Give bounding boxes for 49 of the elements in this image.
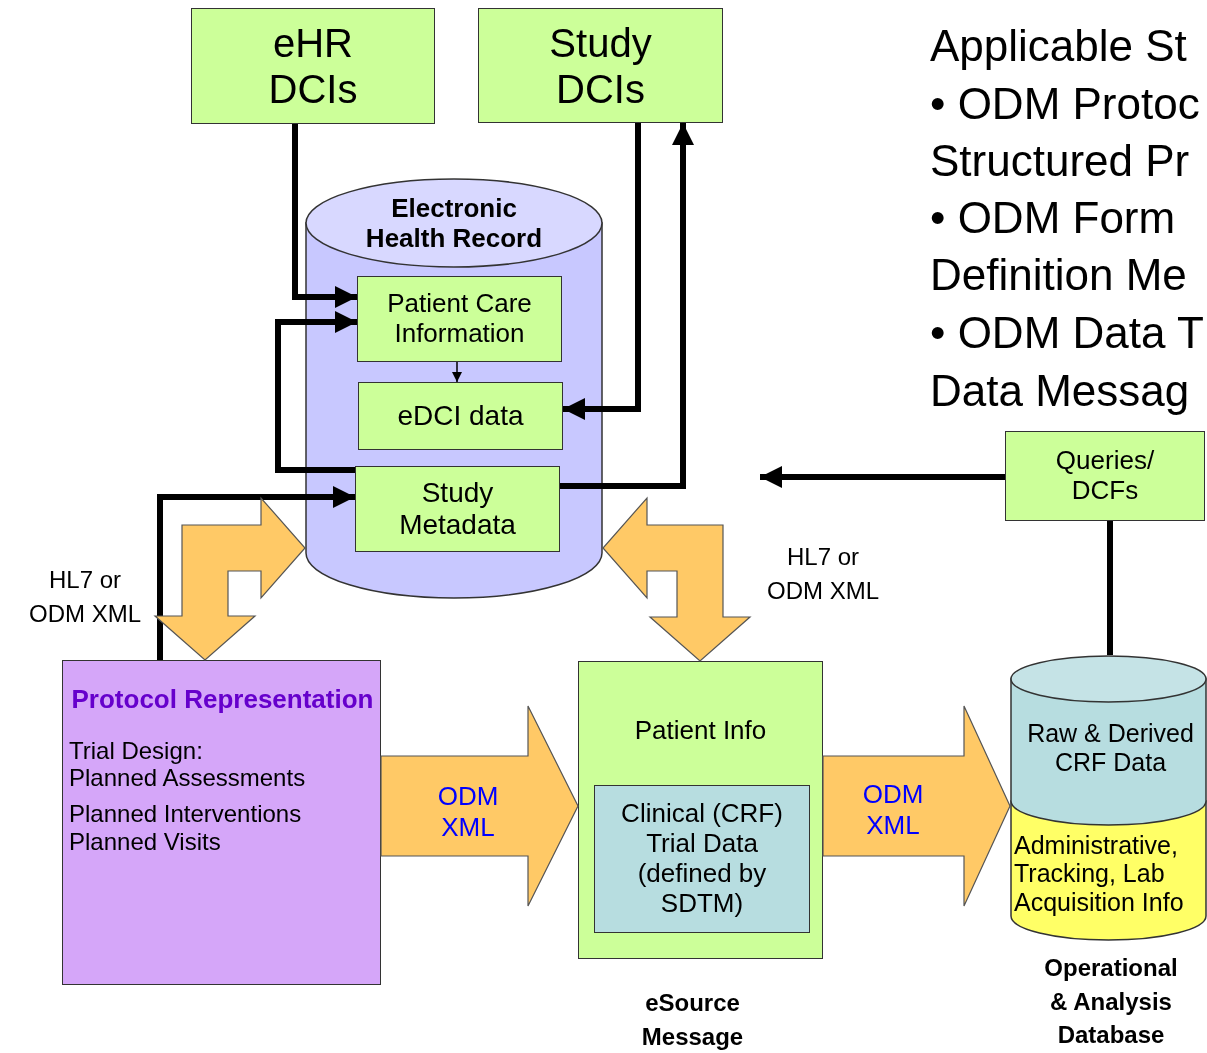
note-text: Applicable St xyxy=(930,24,1187,68)
caption-text: Operational & Analysis Database xyxy=(1043,953,1179,1051)
note-text: HL7 or ODM XML xyxy=(766,542,880,606)
process-box xyxy=(478,8,723,123)
block-arrow xyxy=(380,705,579,907)
arrow xyxy=(292,124,357,308)
protocol-box xyxy=(62,660,381,985)
note-text: HL7 or ODM XML xyxy=(28,565,142,629)
box-title: eDCI data xyxy=(397,399,524,433)
data-box xyxy=(357,276,562,362)
arrow xyxy=(563,123,641,420)
process-box xyxy=(191,8,435,124)
box-title: Clinical (CRF) Trial Data (defined by SDTM) xyxy=(620,799,784,919)
box-title: Study DCIs xyxy=(548,19,653,112)
block-arrow xyxy=(153,496,306,661)
note-text: • ODM Protoc xyxy=(930,82,1200,126)
block-arrow xyxy=(602,496,752,662)
box-text: Planned Interventions xyxy=(69,800,303,828)
arrow xyxy=(157,486,355,660)
edge-label: ODM XML xyxy=(861,779,925,842)
edge-label: ODM XML xyxy=(436,781,500,844)
note-text: Definition Me xyxy=(930,253,1187,297)
arrow xyxy=(560,123,694,489)
box-title: Patient Care Information xyxy=(386,289,533,349)
box-title: Raw & Derived CRF Data xyxy=(1026,719,1195,777)
block-arrow xyxy=(822,705,1011,907)
data-box xyxy=(594,785,810,933)
note-text: • ODM Form xyxy=(930,196,1176,240)
box-text: Planned Visits xyxy=(69,827,222,856)
arrow xyxy=(275,311,357,473)
box-title: Queries/ DCFs xyxy=(1054,446,1156,506)
data-box xyxy=(358,382,563,450)
box-title: Protocol Representation xyxy=(70,685,375,715)
caption-text: eSource Message xyxy=(640,988,745,1052)
box-text: Trial Design: xyxy=(69,736,204,765)
note-text: Data Messag xyxy=(930,369,1190,413)
note-text: • ODM Data T xyxy=(930,311,1204,355)
box-title: eHR DCIs xyxy=(267,20,359,112)
process-box xyxy=(1005,431,1205,521)
box-title: Electronic Health Record xyxy=(364,194,544,254)
box-title: Study Metadata xyxy=(398,476,517,542)
note-text: Structured Pr xyxy=(930,139,1190,183)
box-text: Planned Assessments xyxy=(69,764,307,793)
arrow xyxy=(760,466,1005,488)
box-title: Patient Info xyxy=(634,716,767,746)
data-box xyxy=(355,466,560,552)
arrow xyxy=(452,361,462,383)
message-box xyxy=(578,661,823,959)
box-text: Administrative, Tracking, Lab Acquisition Info xyxy=(1014,830,1185,917)
